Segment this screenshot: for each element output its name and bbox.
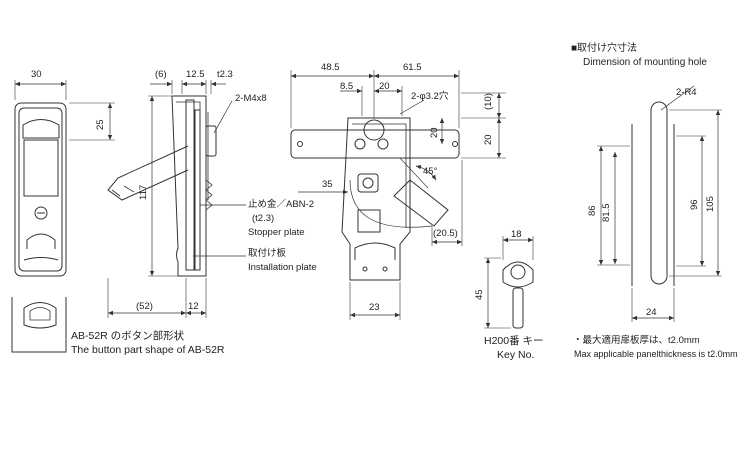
button-outline <box>23 302 57 329</box>
dim-back-20-right: 20 <box>483 134 494 145</box>
label-install-en: Installation plate <box>248 262 317 273</box>
dim-side-height: 117 <box>138 184 149 200</box>
cam-arm-rotated <box>393 179 449 227</box>
lever-grip <box>111 185 135 197</box>
label-key-en: Key No. <box>497 349 535 361</box>
dim-mount-105: 105 <box>705 196 716 212</box>
label-stopper-en: Stopper plate <box>248 227 305 238</box>
front-bottom-curve <box>23 257 59 261</box>
label-stopper-thickness: (t2.3) <box>252 213 275 224</box>
label-install-jp: 取付け板 <box>248 248 287 259</box>
cam-teeth <box>205 179 213 211</box>
label-button-en: The button part shape of AB-52R <box>71 344 225 356</box>
label-button-jp: AB-52R のボタン部形状 <box>71 330 185 342</box>
button-shape-view <box>11 297 67 353</box>
dim-back-61-5: 61.5 <box>403 62 422 73</box>
mounting-slot <box>650 101 668 285</box>
front-button-shape <box>26 233 56 249</box>
note-panel-jp: ・最大適用扉板厚は、t2.0mm <box>573 335 700 346</box>
dim-side-6: (6) <box>155 69 167 80</box>
dim-back-8-5: 8.5 <box>340 81 354 92</box>
cam-sweep-arc <box>349 179 433 228</box>
dim-mount-86: 86 <box>587 205 598 216</box>
key-bow-hole <box>510 264 526 280</box>
lever-open <box>107 145 189 201</box>
dim-back-35: 35 <box>322 179 333 190</box>
note-panel-en: Max applicable panelthickness is t2.0mm <box>574 349 738 359</box>
dim-key-18: 18 <box>511 229 522 240</box>
lock-window <box>357 209 381 233</box>
mount-title-jp: ■取付け穴寸法 <box>571 43 638 54</box>
label-key-jp: H200番 キー <box>484 335 544 347</box>
front-handle-top <box>22 119 60 139</box>
button-inner <box>29 307 51 321</box>
mounting-hole-view <box>597 85 722 322</box>
back-body-outline <box>341 117 411 281</box>
mount-title-en: Dimension of mounting hole <box>583 57 707 68</box>
key-view <box>484 236 534 329</box>
back-body-inner <box>352 123 407 228</box>
leader-screws <box>213 100 233 134</box>
dim-back-45deg: 45° <box>423 166 438 177</box>
cam-hub <box>363 119 385 141</box>
angle-ref-line <box>399 157 429 189</box>
label-stopper-jp: 止め金／ABN-2 <box>248 199 314 210</box>
hole-left <box>297 141 303 147</box>
dim-key-45: 45 <box>474 289 485 300</box>
dim-back-23: 23 <box>369 302 380 313</box>
dim-mount-24: 24 <box>646 307 657 318</box>
stopper-plate <box>194 109 201 271</box>
dim-back-10: (10) <box>483 93 494 110</box>
front-handle-recess <box>23 139 59 197</box>
callout-holes: 2-φ3.2穴 <box>411 91 449 102</box>
dim-back-20: 20 <box>379 81 390 92</box>
side-body-inner <box>176 101 201 268</box>
keyhole-icon <box>34 206 48 220</box>
button-box <box>11 297 67 353</box>
dim-back-20-5: (20.5) <box>433 228 458 239</box>
hole-right <box>452 141 458 147</box>
side-view <box>107 80 246 318</box>
dim-back-20-inner: 20 <box>429 127 440 138</box>
back-view <box>290 70 506 320</box>
dim-front-top: 25 <box>95 119 106 130</box>
cam-block-pin <box>362 177 374 189</box>
dim-mount-96: 96 <box>689 199 700 210</box>
key-blade <box>512 287 524 329</box>
cam-pin-right <box>377 138 389 150</box>
dim-side-12-5: 12.5 <box>186 69 205 80</box>
leader-holes <box>399 99 425 115</box>
cam-bar <box>290 129 460 159</box>
rivet-right <box>382 266 388 272</box>
screw-head <box>205 125 217 157</box>
front-body-inner <box>18 107 63 272</box>
callout-radius: 2-R4 <box>676 87 697 98</box>
dim-side-t2-3: t2.3 <box>217 69 233 80</box>
front-view <box>14 80 115 277</box>
dim-back-48-5: 48.5 <box>321 62 340 73</box>
cam-pin-left <box>354 138 366 150</box>
front-body-outline <box>14 102 67 277</box>
callout-screws: 2-M4x8 <box>235 93 267 104</box>
dim-side-52: (52) <box>136 301 153 312</box>
rivet-left <box>362 266 368 272</box>
key-bow <box>502 261 534 288</box>
dim-arc-45 <box>415 164 437 181</box>
dim-front-width: 30 <box>31 69 42 80</box>
back-handle-bottom <box>354 242 396 260</box>
mounting-plate <box>185 99 195 271</box>
side-body-outline <box>171 95 207 277</box>
leader-radius <box>660 85 695 111</box>
dim-mount-81-5: 81.5 <box>601 203 612 223</box>
dim-side-12: 12 <box>188 301 199 312</box>
cam-block <box>357 173 379 193</box>
